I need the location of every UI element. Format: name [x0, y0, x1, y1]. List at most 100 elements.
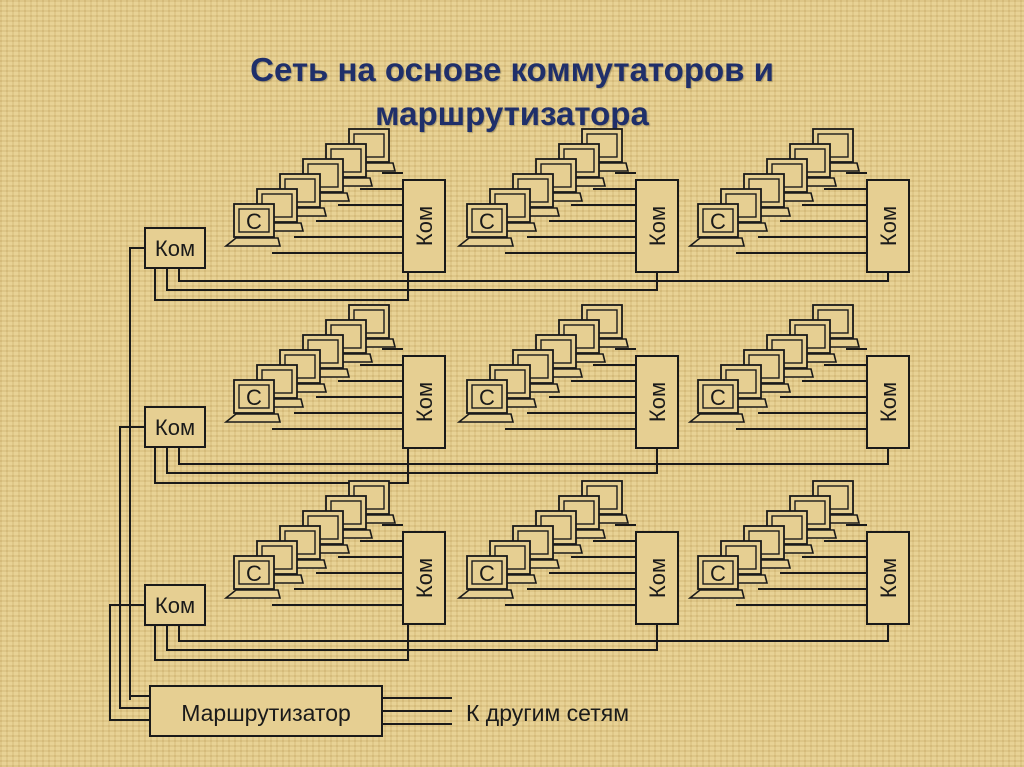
computer-screen: [702, 560, 734, 585]
uplink-wire: [154, 447, 409, 484]
computer-label: С: [246, 209, 262, 234]
access-switch-label: Ком: [876, 206, 901, 246]
access-switch: Ком: [402, 531, 446, 625]
slide-title: Сеть на основе коммутаторов и маршрутиза…: [0, 48, 1024, 136]
workgroup-1: С Ком: [154, 480, 446, 661]
router-trunk: [129, 247, 145, 700]
workgroup-3: С Ком: [178, 128, 910, 282]
access-switch: Ком: [866, 355, 910, 449]
access-switch: Ком: [866, 531, 910, 625]
workgroup-2: С Ком: [166, 480, 679, 651]
computer-base: [687, 413, 746, 423]
uplink-wire: [166, 624, 658, 651]
computer-screen: [471, 384, 503, 409]
access-switch-box: [402, 531, 446, 625]
access-switch-label: Ком: [412, 558, 437, 598]
access-switch-label: Ком: [876, 382, 901, 422]
access-switch-box: [635, 355, 679, 449]
access-switch-label: Ком: [412, 206, 437, 246]
computer-screen: [471, 560, 503, 585]
network-row-3: Ком С Ком С Ком С Ком: [109, 480, 910, 708]
computer-screen: [238, 208, 270, 233]
access-switch-label: Ком: [645, 382, 670, 422]
router: Маршрутизатор К другим сетям: [109, 685, 629, 737]
uplink-wire: [166, 447, 658, 474]
computer: С: [456, 379, 515, 423]
workgroup-1: С Ком: [154, 128, 446, 301]
computer: С: [687, 203, 746, 247]
uplink-wire: [178, 447, 889, 465]
computer-base: [223, 589, 282, 599]
computer-base: [687, 237, 746, 247]
aggregation-switch-box: [144, 406, 206, 448]
computer-base: [223, 237, 282, 247]
aggregation-switch-label: Ком: [155, 415, 195, 440]
aggregation-switch: Ком: [144, 406, 206, 448]
computer-base: [223, 413, 282, 423]
router-trunk-end: [119, 704, 150, 709]
access-switch: Ком: [635, 355, 679, 449]
other-networks-label: К другим сетям: [466, 700, 629, 726]
workgroup-3: С Ком: [178, 304, 910, 465]
access-switch-label: Ком: [645, 558, 670, 598]
access-switch: Ком: [402, 179, 446, 273]
computer: С: [456, 203, 515, 247]
router-trunk-end: [129, 695, 150, 700]
router-trunk-end: [109, 708, 150, 721]
access-switch: Ком: [402, 355, 446, 449]
computer-screen: [471, 208, 503, 233]
workgroup-3: С Ком: [178, 480, 910, 642]
workgroup-2: С Ком: [166, 128, 679, 291]
computer-label: С: [710, 561, 726, 586]
computer: [756, 510, 815, 554]
computer: С: [687, 555, 746, 599]
access-switch-box: [402, 355, 446, 449]
access-switch: Ком: [635, 179, 679, 273]
computer-base: [456, 413, 515, 423]
access-switch-label: Ком: [645, 206, 670, 246]
access-switch-box: [866, 355, 910, 449]
computer-label: С: [479, 385, 495, 410]
computer-label: С: [710, 209, 726, 234]
access-switch-box: [402, 179, 446, 273]
computer: С: [456, 555, 515, 599]
workgroup-1: С Ком: [154, 304, 446, 484]
aggregation-switch-label: Ком: [155, 236, 195, 261]
router-label: Маршрутизатор: [181, 700, 351, 726]
computer-screen: [238, 384, 270, 409]
access-switch-box: [866, 531, 910, 625]
computer-label: С: [479, 561, 495, 586]
uplink-wire: [178, 624, 889, 642]
workgroup-2: С Ком: [166, 304, 679, 474]
computer-label: С: [246, 561, 262, 586]
router-trunk: [109, 604, 145, 708]
access-switch-label: Ком: [876, 558, 901, 598]
computer: С: [223, 555, 282, 599]
access-switch-box: [866, 179, 910, 273]
uplink-wire: [154, 268, 409, 301]
access-switch-label: Ком: [412, 382, 437, 422]
computer-label: С: [246, 385, 262, 410]
access-switch: Ком: [635, 531, 679, 625]
computer-base: [687, 589, 746, 599]
aggregation-switch-box: [144, 227, 206, 269]
computer: [802, 128, 861, 172]
computer: С: [223, 379, 282, 423]
computer-screen: [702, 208, 734, 233]
slide-title-line-1: Сеть на основе коммутаторов и: [250, 51, 774, 89]
computer: С: [687, 379, 746, 423]
computer-screen: [238, 560, 270, 585]
access-switch: Ком: [866, 179, 910, 273]
computer-screen: [702, 384, 734, 409]
aggregation-switch-label: Ком: [155, 593, 195, 618]
computer-base: [456, 237, 515, 247]
computer: С: [223, 203, 282, 247]
aggregation-switch: Ком: [144, 227, 206, 269]
uplink-wire: [178, 268, 889, 282]
slide-title-line-2: маршрутизатора: [375, 95, 649, 133]
aggregation-switch-box: [144, 584, 206, 626]
access-switch-box: [635, 531, 679, 625]
